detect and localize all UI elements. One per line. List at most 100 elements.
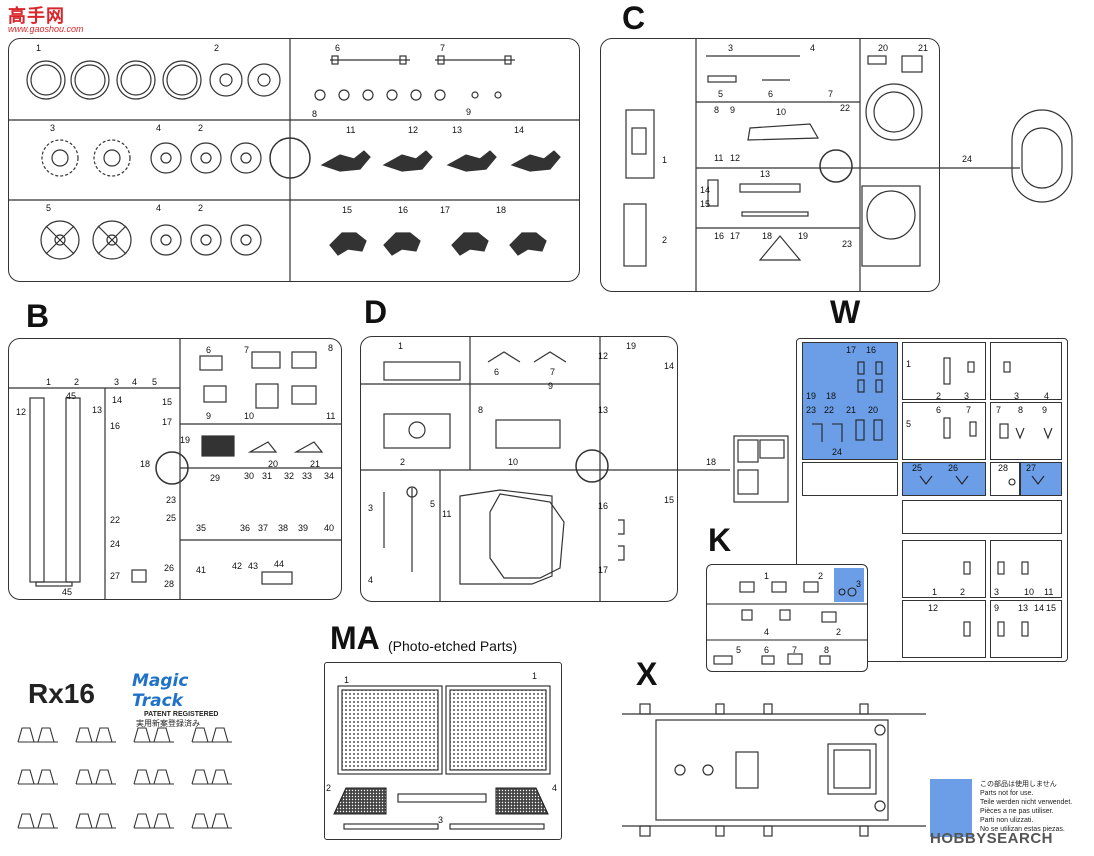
w-cell (902, 540, 986, 598)
part-number: 2 (74, 377, 80, 387)
part-number: 8 (714, 105, 720, 115)
part-number: 26 (164, 563, 175, 573)
part-number: 8 (328, 343, 334, 353)
part-number: 17 (162, 417, 173, 427)
source-rest: SEARCH (986, 830, 1054, 847)
part-number: 23 (166, 495, 177, 505)
part-number: 15 (700, 199, 711, 209)
watermark: 高手网 www.gaoshou.com (4, 2, 84, 36)
part-number: 30 (244, 471, 255, 481)
part-number: 16 (398, 205, 409, 215)
part-number: 38 (278, 523, 289, 533)
part-number: 3 (438, 815, 444, 825)
part-number: 9 (206, 411, 212, 421)
part-number: 11 (714, 153, 724, 163)
part-number: 12 (16, 407, 27, 417)
part-number: 7 (440, 43, 446, 53)
part-number: 25 (166, 513, 177, 523)
watermark-url: www.gaoshou.com (8, 24, 84, 34)
w-cell (990, 600, 1062, 658)
part-number: 3 (994, 587, 1000, 597)
w-cell (902, 462, 986, 496)
ma-subtitle: (Photo-etched Parts) (388, 638, 518, 654)
part-number: 5 (718, 89, 724, 99)
part-number: 4 (132, 377, 138, 387)
sprue-x-letter: X (636, 656, 658, 692)
part-number: 42 (232, 561, 243, 571)
part-number: 35 (196, 523, 207, 533)
part-number: 22 (824, 405, 835, 415)
part-number: 13 (92, 405, 103, 415)
part-number: 45 (66, 391, 77, 401)
part-number: 11 (1044, 587, 1054, 597)
part-number: 5 (906, 419, 912, 429)
part-number: 14 (1034, 603, 1045, 613)
unused-parts-notice: この部品は使用しません Parts not for use. Teile wer… (980, 780, 1090, 834)
part-number: 24 (962, 154, 973, 164)
part-number: 23 (842, 239, 853, 249)
part-number: 14 (112, 395, 123, 405)
ma-letter: MA (330, 620, 380, 656)
part-number: 8 (1018, 405, 1024, 415)
part-number: 2 (214, 43, 220, 53)
source-brand: HOBBY (930, 830, 987, 847)
part-number: 9 (1042, 405, 1048, 415)
part-number: 18 (496, 205, 507, 215)
part-number: 7 (996, 405, 1002, 415)
unused-parts-swatch (930, 779, 972, 837)
part-number: 25 (912, 463, 923, 473)
part-number: 15 (162, 397, 173, 407)
w-cell (990, 462, 1020, 496)
part-number: 27 (1026, 463, 1037, 473)
part-number: 6 (936, 405, 942, 415)
track-count: Rx16 (28, 678, 95, 709)
w-cell (990, 402, 1062, 460)
part-number: 17 (598, 565, 609, 575)
part-number: 4 (156, 203, 162, 213)
part-number: 4 (764, 627, 770, 637)
part-number: 15 (664, 495, 675, 505)
part-number: 17 (730, 231, 741, 241)
part-number: 3 (368, 503, 374, 513)
part-number: 7 (244, 345, 250, 355)
part-number: 12 (598, 351, 609, 361)
part-number: 7 (792, 645, 798, 655)
part-number: 18 (762, 231, 773, 241)
part-number: 2 (960, 587, 966, 597)
part-number: 39 (298, 523, 309, 533)
notice-line: Teile werden nicht verwendet. (980, 799, 1073, 806)
part-number: 10 (776, 107, 787, 117)
part-number: 10 (508, 457, 519, 467)
part-number: 2 (326, 783, 332, 793)
part-number: 2 (936, 391, 942, 401)
part-number: 5 (152, 377, 158, 387)
part-number: 15 (342, 205, 353, 215)
part-number: 21 (846, 405, 857, 415)
notice-line: Parts not for use. (980, 790, 1034, 797)
part-number: 3 (728, 43, 734, 53)
part-number: 6 (768, 89, 774, 99)
part-number: 6 (335, 43, 341, 53)
part-number: 6 (494, 367, 500, 377)
part-number: 23 (806, 405, 817, 415)
part-number: 24 (832, 447, 843, 457)
part-number: 5 (46, 203, 52, 213)
part-number: 28 (164, 579, 175, 589)
part-number: 9 (548, 381, 554, 391)
part-number: 2 (198, 123, 204, 133)
w-cell (990, 342, 1062, 400)
notice-line: Parti non ulizzati. (980, 817, 1034, 824)
part-number: 31 (262, 471, 273, 481)
part-number: 16 (866, 345, 877, 355)
part-number: 20 (878, 43, 889, 53)
part-number: 1 (344, 675, 350, 685)
w-cell (802, 462, 898, 496)
part-number: 21 (310, 459, 321, 469)
part-number: 17 (846, 345, 857, 355)
part-number: 18 (706, 457, 717, 467)
w-cell (990, 540, 1062, 598)
